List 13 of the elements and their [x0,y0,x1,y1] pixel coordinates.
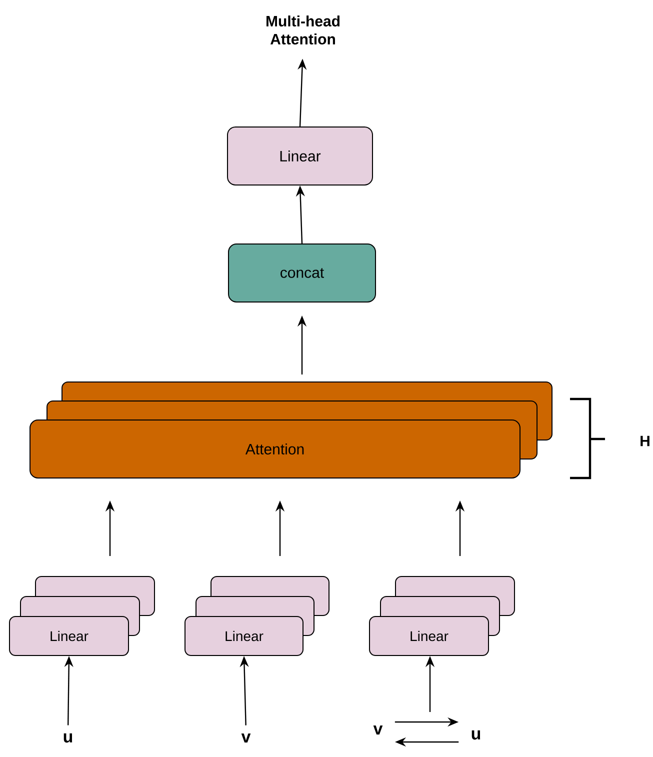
input-label: u [64,733,72,743]
input-label: u [472,730,480,740]
concat-box: concat [228,244,376,302]
linear-stack: Linear [9,576,155,656]
output-label: Multi-head Attention [266,15,340,44]
node-label: Attention [245,443,304,454]
linear-stack: Linear [369,576,515,656]
bracket-label: H [640,436,650,446]
linear-box: Linear [227,126,373,186]
input-label: v [241,734,251,742]
attention-stack: Attention [30,382,552,478]
input-label: v [373,726,383,734]
linear-stack: Linear [184,576,330,656]
